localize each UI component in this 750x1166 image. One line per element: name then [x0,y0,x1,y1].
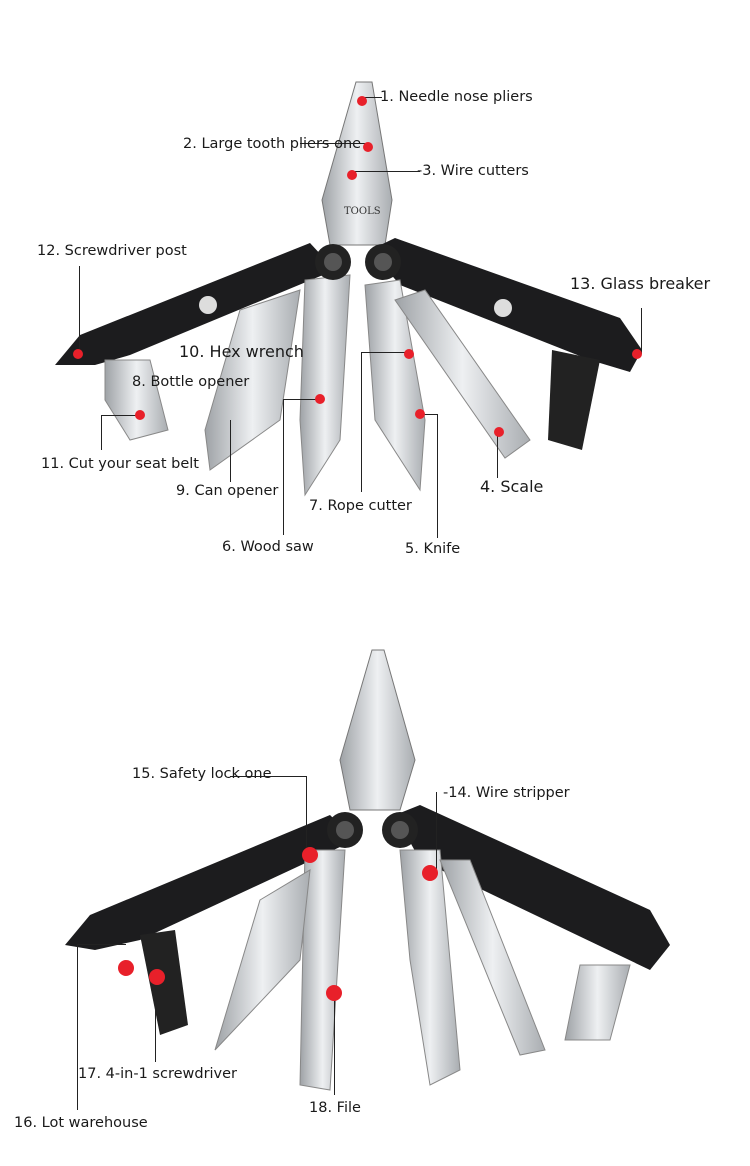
leader-line [436,792,437,873]
label-4in1-screwdriver: 17. 4-in-1 screwdriver [78,1066,238,1082]
marker-dot [404,349,414,359]
marker-dot [357,96,367,106]
marker-dot [347,170,357,180]
glass-breaker-arm [548,350,600,450]
plier-jaw [321,81,393,246]
marker-dot [73,349,83,359]
label-screwdriver-post: 12. Screwdriver post [37,243,187,259]
leader-line [361,352,409,353]
leader-line [497,432,498,478]
leader-line [362,97,382,98]
label-bottle-opener: 8. Bottle opener [132,374,250,390]
leader-line [334,993,335,1095]
bottom-multitool [65,649,670,1091]
marker-dot [302,847,318,863]
leader-line [361,352,362,492]
leader-line [101,415,140,416]
marker-dot [135,410,145,420]
marker-dot [422,865,438,881]
marker-dot [494,427,504,437]
leader-line [306,776,307,855]
top-multitool [55,81,642,497]
marker-dot [149,969,165,985]
wood-saw-blade [299,274,351,497]
leader-line [300,143,368,144]
leader-line [79,266,80,354]
label-scale: 4. Scale [480,477,544,496]
marker-dot [415,409,425,419]
leader-line [230,776,306,777]
knife-blade [364,279,426,492]
label-file: 18. File [309,1100,361,1116]
leader-line [77,944,78,1110]
marker-dot [326,985,342,1001]
label-large-tooth-pliers: 2. Large tooth pliers one [183,136,362,152]
label-can-opener: 9. Can opener [176,483,279,499]
leader-line [230,420,231,482]
scale-blade [394,289,531,459]
marker-dot [118,960,134,976]
marker-dot [632,349,642,359]
label-safety-lock: 15. Safety lock one [132,766,272,782]
leader-line [101,415,102,450]
leader-line [437,414,438,538]
left-handle [55,243,335,365]
label-hex-wrench: 10. Hex wrench [179,342,304,361]
label-wood-saw: 6. Wood saw [222,539,314,555]
label-glass-breaker: 13. Glass breaker [570,274,711,293]
brand-logo: TOOLS [344,206,381,217]
label-rope-cutter: 7. Rope cutter [309,498,412,514]
leader-line [352,171,420,172]
marker-dot [315,394,325,404]
label-lot-warehouse: 16. Lot warehouse [14,1115,148,1131]
leader-line [283,399,320,400]
label-seat-belt-cutter: 11. Cut your seat belt [41,456,199,472]
hex-wrench-blade [204,289,301,471]
label-wire-stripper: -14. Wire stripper [443,785,570,801]
leader-line [155,977,156,1062]
leader-line [420,414,437,415]
label-wire-cutters: -3. Wire cutters [417,163,529,179]
seat-belt-cutter [104,359,169,441]
marker-dot [363,142,373,152]
leader-line [641,308,642,354]
leader-line [77,944,126,945]
label-knife: 5. Knife [405,541,461,557]
leader-line [283,399,284,535]
label-needle-nose-pliers: 1. Needle nose pliers [380,89,533,105]
